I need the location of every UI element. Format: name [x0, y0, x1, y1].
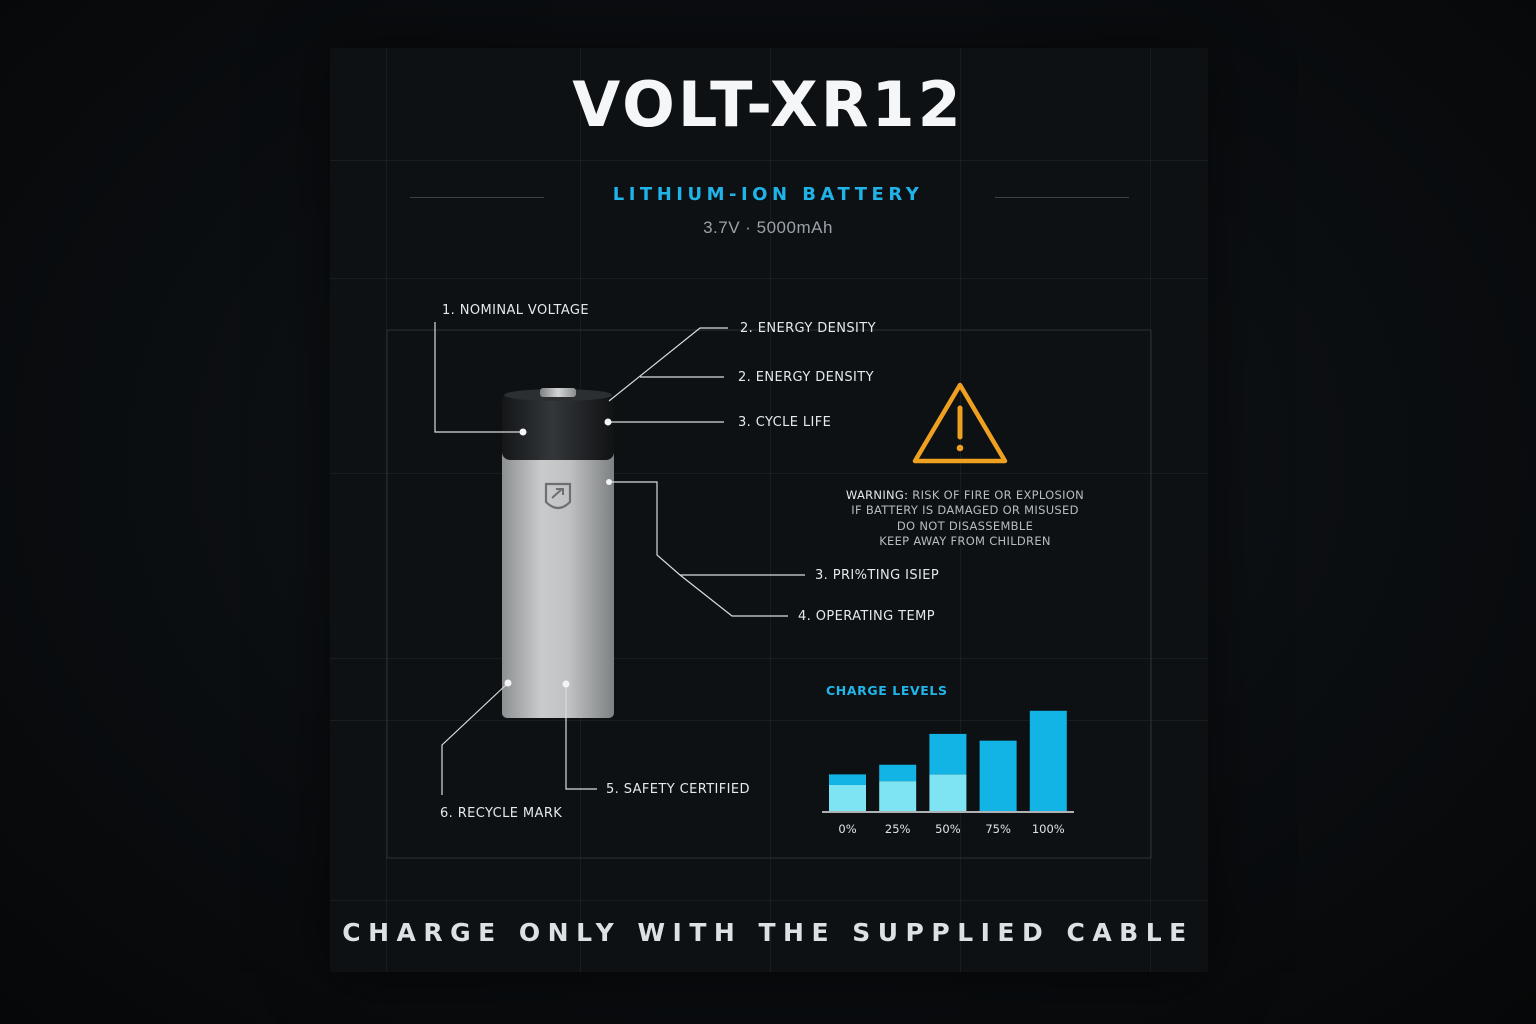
warning-line-2: IF BATTERY IS DAMAGED OR MISUSED: [851, 503, 1079, 518]
grid-line: [330, 720, 1208, 721]
callout-nominal-voltage: 1. NOMINAL VOLTAGE: [442, 303, 589, 318]
subtitle: LITHIUM-ION BATTERY: [612, 184, 924, 205]
chart-tick-label: 50%: [935, 822, 961, 836]
chart-bar-0pct-s1: [829, 774, 866, 785]
warning-label: WARNING:: [845, 488, 909, 502]
battery-cap: [502, 394, 614, 460]
chart-bar-100pct-s1: [1029, 710, 1067, 811]
callout-operating-temp: 4. OPERATING TEMP: [798, 609, 935, 624]
subtitle-rule-left: [410, 197, 544, 198]
warning-text: WARNING: RISK OF FIRE OR EXPLOSION IF BA…: [820, 488, 1110, 550]
chart-tick-label: 100%: [1032, 822, 1065, 836]
grid-line: [770, 48, 771, 972]
battery-body: [502, 440, 614, 718]
grid-line: [330, 900, 1208, 901]
grid-line: [330, 278, 1208, 279]
battery-illustration: [502, 388, 614, 718]
chart-bar-75pct-s1: [979, 740, 1017, 811]
chart-bar-25pct-s0: [879, 781, 917, 811]
callout-energy-density-b: 2. ENERGY DENSITY: [738, 370, 874, 385]
battery-terminal: [540, 388, 576, 397]
subtitle-rule-right: [995, 197, 1129, 198]
page-title: VOLT-XR12: [572, 68, 964, 141]
callout-recycle-mark: 6. RECYCLE MARK: [440, 806, 563, 821]
warning-line-1: RISK OF FIRE OR EXPLOSION: [912, 488, 1085, 502]
grid-line: [330, 473, 1208, 474]
callout-energy-density-a: 2. ENERGY DENSITY: [740, 321, 876, 336]
grid-line: [330, 160, 1208, 161]
callout-dots: [504, 418, 612, 688]
chart-tick-label: 0%: [838, 822, 856, 836]
warning-line-3: DO NOT DISASSEMBLE: [896, 518, 1034, 533]
callout-safety-certified: 5. SAFETY CERTIFIED: [606, 782, 750, 797]
warning-triangle-icon: [912, 382, 1008, 464]
chart-title: CHARGE LEVELS: [826, 683, 948, 698]
chart-bar-0pct-s0: [829, 784, 866, 811]
warning-line-4: KEEP AWAY FROM CHILDREN: [879, 534, 1051, 549]
charge-levels-chart: 0% 25% 50% 75% 100%: [822, 710, 1074, 836]
chart-bar-25pct-s1: [879, 764, 917, 782]
grid-line: [960, 48, 961, 972]
leader-lines: [434, 322, 805, 795]
chart-bar-50pct-s1: [929, 733, 967, 775]
grid-line: [330, 658, 1208, 659]
callout-printing-step: 3. PRI%TING ISIEP: [815, 568, 940, 583]
footer-note: CHARGE ONLY WITH THE SUPPLIED CABLE: [342, 918, 1194, 947]
chart-tick-label: 25%: [885, 822, 911, 836]
chart-bar-50pct-s0: [929, 774, 967, 811]
callout-cycle-life: 3. CYCLE LIFE: [738, 415, 832, 430]
battery-specs: 3.7V · 5000mAh: [703, 218, 833, 237]
chart-tick-label: 75%: [985, 822, 1011, 836]
diagram-frame: [386, 329, 1152, 859]
shield-logo-icon: [544, 482, 572, 510]
